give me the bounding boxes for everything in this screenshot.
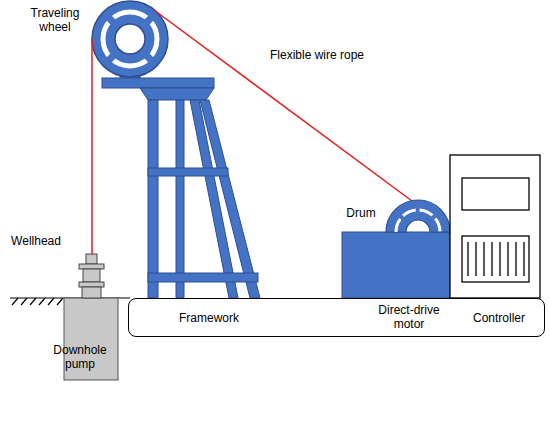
part-label: Traveling wheel [24, 6, 86, 34]
controller-cabinet [462, 236, 529, 282]
drum-symbol [386, 200, 450, 232]
part-label: Flexible wire rope [262, 48, 372, 62]
wire-rope-line [91, 39, 93, 254]
controller-cabinet [462, 178, 529, 210]
vent-slots [468, 242, 524, 276]
vent-stroke [475, 242, 476, 276]
framework-structure [148, 168, 228, 176]
part-label: Downhole pump [50, 343, 110, 371]
wire-rope-line [154, 10, 412, 201]
part-label: Wellhead [6, 234, 66, 248]
traveling-wheel-symbol [115, 24, 145, 54]
traveling-wheel-symbol [108, 17, 152, 61]
wellhead-symbol [82, 287, 101, 298]
part-name: Direct-drive motor [369, 303, 449, 331]
wellhead-symbol [79, 264, 104, 269]
framework-structure [102, 70, 260, 298]
traveling-wheel-symbol [108, 17, 152, 61]
drum-symbol [386, 200, 450, 232]
framework-structure [176, 100, 184, 298]
part-name: Controller [463, 311, 535, 325]
framework-structure [148, 273, 258, 282]
controller-cabinet [450, 155, 540, 298]
traveling-wheel-symbol [103, 12, 157, 66]
part-name: Framework [173, 311, 245, 325]
vent-stroke [467, 242, 468, 276]
base-platform: Framework Direct-drive motor Controller [128, 298, 545, 337]
framework-structure [148, 100, 158, 298]
framework-structure [102, 78, 214, 88]
vent-stroke [483, 242, 484, 276]
wellhead-symbol [86, 254, 97, 264]
vent-stroke [507, 242, 508, 276]
traveling-wheel-symbol [108, 17, 152, 61]
hatch-stroke [39, 298, 45, 305]
hatch-stroke [48, 298, 54, 305]
hatch-stroke [57, 298, 63, 305]
wire-rope-line [92, 10, 412, 254]
hatch-stroke [30, 298, 36, 305]
vent-stroke [491, 242, 492, 276]
hatch-stroke [12, 298, 18, 305]
wellhead-symbol [79, 254, 104, 298]
part-label: Drum [344, 206, 378, 220]
vent-stroke [499, 242, 500, 276]
wellhead-symbol [79, 282, 104, 287]
controller-cabinet [450, 155, 540, 298]
vent-stroke [523, 242, 524, 276]
framework-structure [140, 88, 214, 100]
vent-stroke [515, 242, 516, 276]
hatch-stroke [21, 298, 27, 305]
ground-hatching [12, 298, 63, 305]
wellhead-symbol [83, 269, 100, 282]
drum-symbol [396, 210, 440, 232]
framework-structure [200, 100, 260, 298]
